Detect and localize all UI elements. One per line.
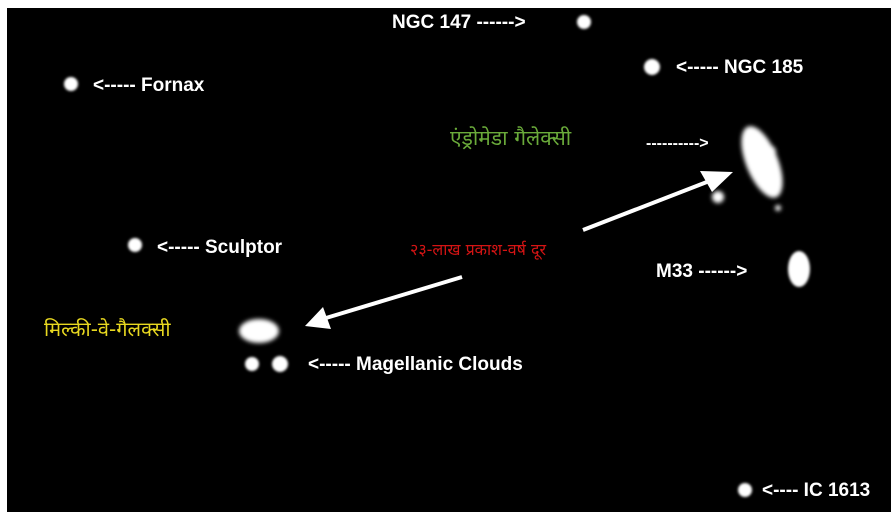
- cropped-text-fragment: [176, 0, 180, 5]
- ngc185-galaxy: [644, 59, 660, 75]
- m33-label: M33 ------>: [656, 261, 748, 282]
- ngc185-label: <----- NGC 185: [676, 57, 804, 78]
- fornax-label: <----- Fornax: [93, 75, 205, 96]
- sculptor-galaxy: [128, 238, 142, 252]
- milky-way-label: मिल्की-वे-गैलक्सी: [44, 317, 171, 341]
- ngc147-galaxy: [577, 15, 591, 29]
- fornax-galaxy: [64, 77, 78, 91]
- magellanic-clouds: [245, 356, 288, 372]
- distance-label: २३-लाख प्रकाश-वर्ष दूर: [410, 240, 547, 259]
- ic1613-galaxy: [738, 483, 752, 497]
- milky-way-galaxy: [239, 319, 279, 343]
- ngc147-label: NGC 147 ------>: [392, 12, 526, 33]
- m33-galaxy: [788, 251, 810, 287]
- andromeda-label: एंड्रोमेडा गैलेक्सी: [450, 126, 572, 150]
- ic1613-label: <---- IC 1613: [762, 480, 871, 501]
- distance-arrow: [305, 171, 733, 329]
- night-sky-background: [7, 8, 891, 512]
- andromeda-pointer: ---------->: [646, 135, 709, 152]
- andromeda-galaxy: [712, 126, 783, 211]
- sculptor-label: <----- Sculptor: [157, 237, 283, 258]
- magellanic-clouds-label: <----- Magellanic Clouds: [308, 354, 523, 375]
